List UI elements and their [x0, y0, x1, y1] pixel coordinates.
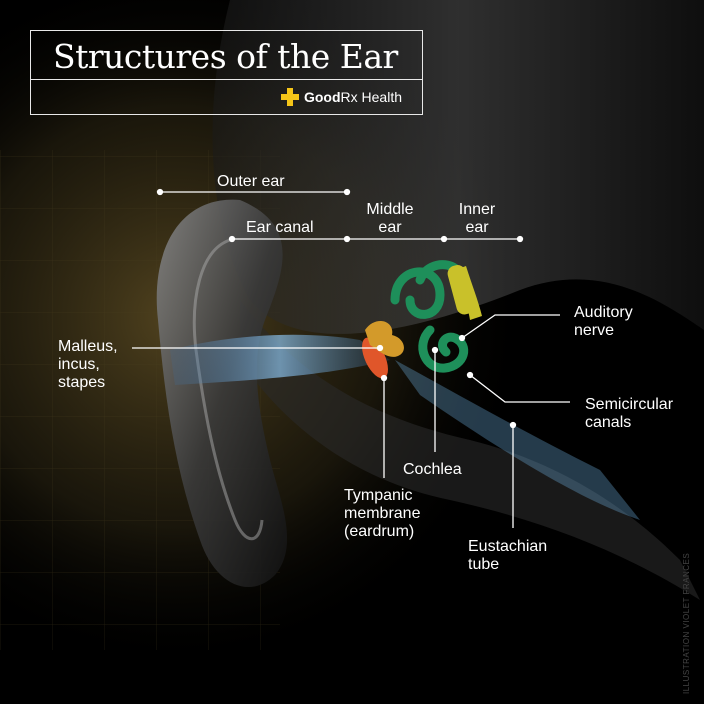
- title-divider: [31, 79, 422, 80]
- eustachian-tube-shape: [395, 360, 640, 520]
- brand-logo: GoodRx Health: [280, 88, 402, 106]
- label-ear-canal: Ear canal: [246, 219, 314, 236]
- label-middle-ear: Middle ear: [366, 201, 414, 236]
- label-inner-ear: Inner ear: [458, 201, 496, 236]
- label-eustachian-tube: Eustachian tube: [468, 538, 548, 573]
- label-outer-ear: Outer ear: [217, 173, 285, 190]
- leader-lines: [132, 188, 570, 528]
- label-semicircular-canals: Semicircular canals: [585, 396, 674, 431]
- page-title: Structures of the Ear: [53, 37, 398, 76]
- ear-canal-shape: [170, 334, 390, 385]
- head-silhouette: [212, 0, 704, 334]
- illustration-credit: ILLUSTRATION VIOLET FRANCES: [682, 552, 691, 694]
- neck-shadow: [240, 300, 700, 600]
- label-auditory-nerve: Auditory nerve: [574, 304, 633, 339]
- title-box: Structures of the Ear GoodRx Health: [30, 30, 423, 115]
- plus-icon: [280, 88, 299, 106]
- brand-name-bold: Good: [303, 89, 341, 105]
- label-tympanic-membrane: Tympanic membrane (eardrum): [344, 487, 421, 540]
- brand-name-light: Rx Health: [340, 89, 402, 105]
- label-ossicles: Malleus, incus, stapes: [58, 338, 118, 391]
- label-cochlea: Cochlea: [403, 461, 462, 478]
- outer-ear-pinna: [156, 199, 288, 588]
